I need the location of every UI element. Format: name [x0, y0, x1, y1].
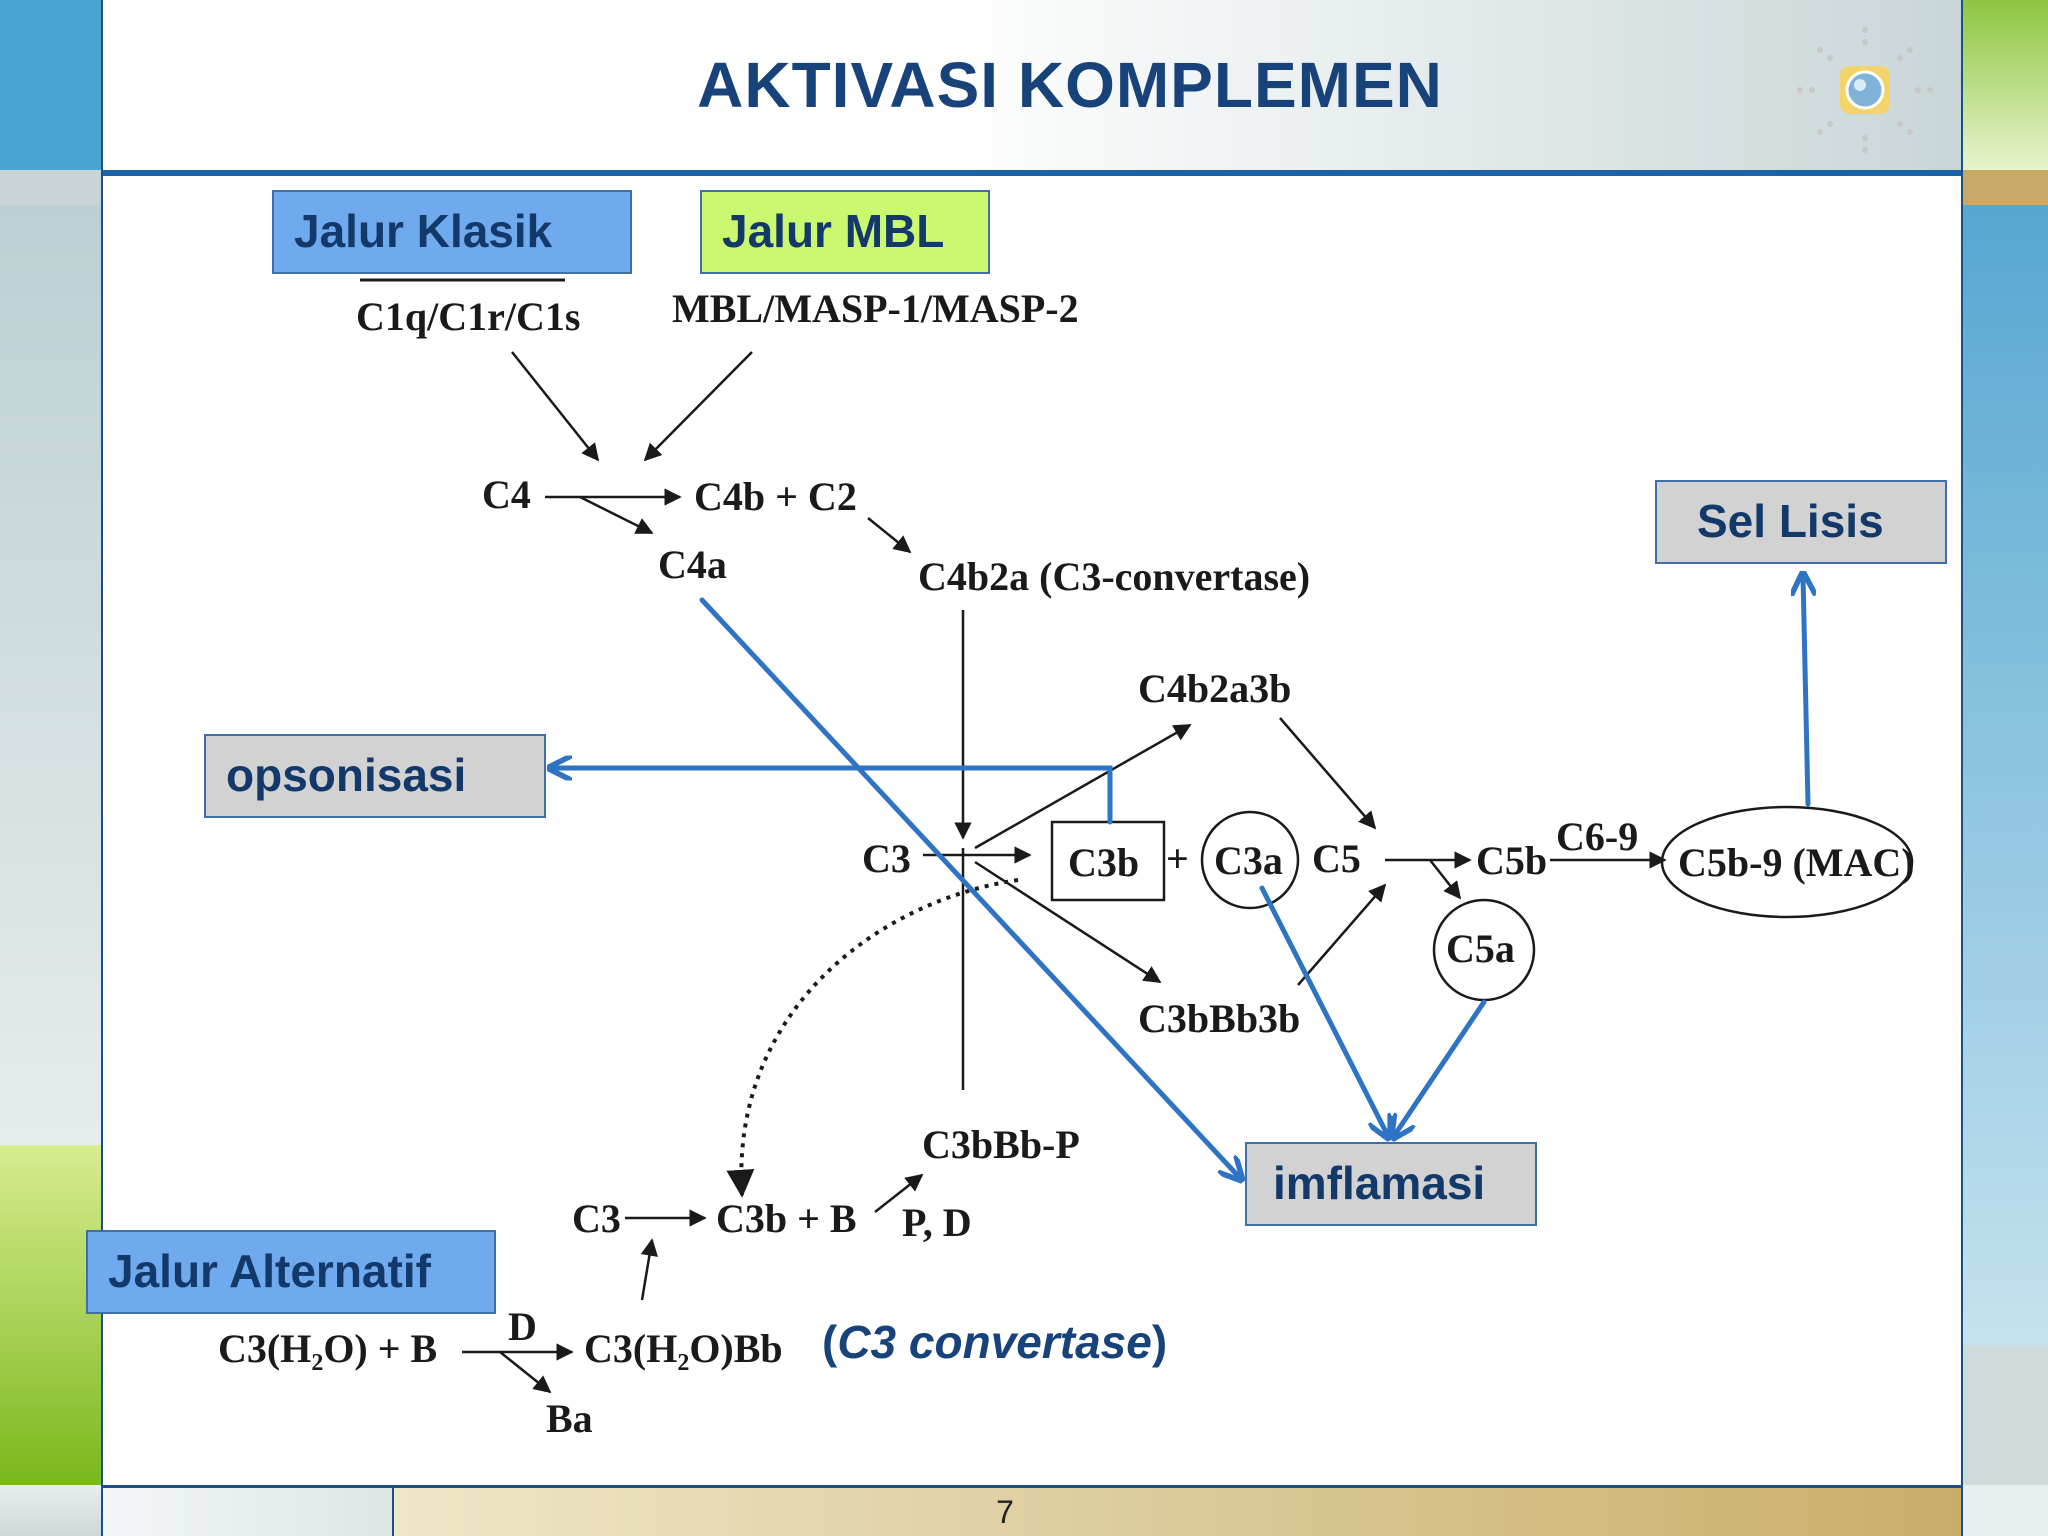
- header-divider: [102, 170, 1962, 176]
- slide-title: AKTIVASI KOMPLEMEN: [697, 49, 1443, 121]
- arrow-c3bbb3b-to-c5: [1297, 883, 1387, 986]
- left-frame-line: [101, 0, 103, 1536]
- arrow-mbl-to-c4: [643, 351, 753, 462]
- label-p-d: P, D: [902, 1200, 972, 1245]
- blue-arrow-c4a-to-imflamasi: [699, 597, 1240, 1178]
- arrow-c3h2obb-up: [640, 1238, 659, 1301]
- arrow-c5-to-c5a: [1429, 859, 1462, 900]
- right-strip-blue: [1962, 205, 2048, 1345]
- label-c3h2o-b: C3(H₂O) + B: [218, 1326, 437, 1371]
- mac-ellipse: [1660, 805, 1914, 919]
- box-opsonisasi: opsonisasi: [204, 734, 546, 818]
- label-c3-convertase: (C3 convertase): [822, 1316, 1167, 1368]
- blue-arrow-c5a-to-imflamasi: [1394, 999, 1487, 1136]
- blue-arrow-c3a-to-imflamasi: [1259, 885, 1388, 1136]
- label-c3bbbp: C3bBb-P: [922, 1122, 1080, 1167]
- footer-bar: [394, 1488, 1962, 1536]
- label-d: D: [508, 1304, 537, 1349]
- label-c3b-b: C3b + B: [716, 1196, 857, 1241]
- label-ba: Ba: [546, 1396, 593, 1441]
- label-c6-9: C6-9: [1556, 814, 1638, 859]
- footer-divider: [102, 1485, 1962, 1488]
- label-plus: +: [1166, 836, 1189, 881]
- right-strip-tan: [1962, 170, 2048, 205]
- box-imflamasi: imflamasi: [1245, 1142, 1537, 1226]
- arrow-c4b2a3b-to-c5: [1279, 717, 1377, 830]
- box-jalur-mbl: Jalur MBL: [700, 190, 990, 274]
- footer-separator: [392, 1488, 394, 1536]
- label-c4b2a: C4b2a (C3-convertase): [918, 554, 1310, 599]
- label-c5: C5: [1312, 836, 1361, 881]
- arrow-c3-to-c4b2a3b: [974, 723, 1192, 850]
- left-strip-blue: [0, 0, 102, 170]
- label-c4a: C4a: [658, 542, 727, 587]
- left-strip-bottom: [0, 1485, 102, 1536]
- left-strip-light: [0, 205, 102, 1145]
- right-strip-gray: [1962, 1345, 2048, 1485]
- arrow-c1q-to-c4: [511, 351, 600, 462]
- right-strip-green: [1962, 0, 2048, 170]
- arrow-to-ba: [499, 1351, 552, 1394]
- label-c3b: C3b: [1068, 840, 1139, 885]
- c3a-circle: [1200, 810, 1300, 910]
- label-c3: C3: [862, 836, 911, 881]
- blue-arrow-c3b-to-opsonisasi: [552, 768, 1113, 825]
- box-jalur-klasik: Jalur Klasik: [272, 190, 632, 274]
- slide-header: [102, 0, 1962, 170]
- left-strip-gray: [0, 170, 102, 205]
- label-c4b2a3b: C4b2a3b: [1138, 666, 1291, 711]
- blue-arrow-mac-to-sel-lisis: [1803, 576, 1808, 807]
- label-c3bbb3b: C3bBb3b: [1138, 996, 1300, 1041]
- left-strip-green: [0, 1145, 102, 1485]
- label-c3h2obb: C3(H₂O)Bb: [584, 1326, 783, 1371]
- label-c5a: C5a: [1446, 926, 1515, 971]
- arrow-c4-to-c4a: [579, 495, 654, 535]
- label-c4b-c2: C4b + C2: [694, 474, 857, 519]
- box-sel-lisis: Sel Lisis: [1655, 480, 1947, 564]
- label-mac: C5b-9 (MAC): [1678, 840, 1915, 885]
- footer-left-panel: [102, 1488, 392, 1536]
- label-c4: C4: [482, 472, 531, 517]
- dotted-feedback-arrow: [726, 878, 1019, 1198]
- arrow-c3bb-to-c3bbbp: [874, 1173, 924, 1213]
- right-frame-line: [1961, 0, 1963, 1536]
- label-c1q: C1q/C1r/C1s: [356, 294, 580, 339]
- label-c3a: C3a: [1214, 838, 1283, 883]
- label-mbl-masp: MBL/MASP-1/MASP-2: [672, 286, 1079, 331]
- label-c3-alt: C3: [572, 1196, 621, 1241]
- right-strip-bottom: [1962, 1485, 2048, 1536]
- arrow-c2-to-c4b2a: [867, 517, 912, 554]
- box-jalur-alternatif: Jalur Alternatif: [86, 1230, 496, 1314]
- label-c5b: C5b: [1476, 838, 1547, 883]
- page-number: 7: [996, 1494, 1014, 1530]
- sun-logo-icon: [1797, 27, 1933, 153]
